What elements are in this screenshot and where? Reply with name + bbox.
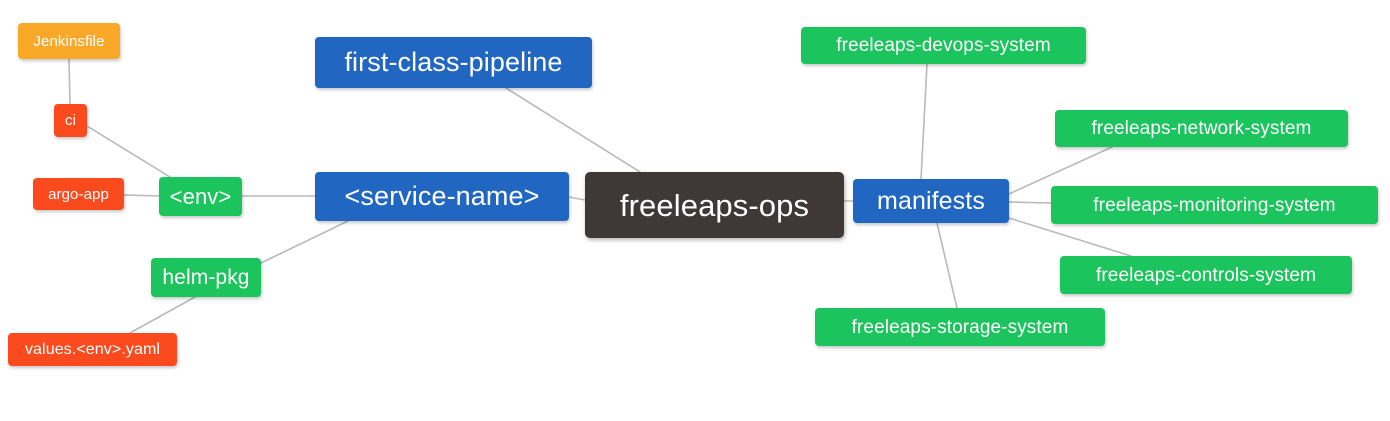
mindmap-node-argo-app[interactable]: argo-app: [33, 178, 124, 210]
mindmap-edge: [123, 194, 160, 197]
mindmap-node-service-name[interactable]: <service-name>: [315, 172, 569, 221]
mindmap-edge: [568, 196, 586, 201]
mindmap-edge: [1008, 201, 1052, 204]
mindmap-node-label: helm-pkg: [162, 266, 250, 289]
mindmap-node-helm-pkg[interactable]: helm-pkg: [151, 258, 261, 297]
mindmap-node-jenkinsfile[interactable]: Jenkinsfile: [18, 23, 120, 59]
mindmap-node-label: freeleaps-devops-system: [836, 35, 1051, 56]
mindmap-node-label: freeleaps-network-system: [1091, 118, 1312, 139]
mindmap-node-label: first-class-pipeline: [344, 47, 563, 77]
mindmap-node-freeleaps-network-system[interactable]: freeleaps-network-system: [1055, 110, 1348, 147]
mindmap-edge: [920, 63, 928, 180]
mindmap-edge: [505, 87, 641, 173]
mindmap-node-label: ci: [64, 112, 77, 129]
mindmap-node-label: manifests: [877, 186, 985, 215]
mindmap-node-label: <env>: [169, 183, 232, 209]
mindmap-edge: [260, 220, 349, 264]
mindmap-node-freeleaps-devops-system[interactable]: freeleaps-devops-system: [801, 27, 1086, 64]
mindmap-edge: [936, 222, 958, 309]
mindmap-node-freeleaps-ops[interactable]: freeleaps-ops: [585, 172, 844, 238]
mindmap-node-freeleaps-monitoring-system[interactable]: freeleaps-monitoring-system: [1051, 186, 1378, 224]
mindmap-node-label: freeleaps-storage-system: [851, 316, 1069, 338]
mindmap-node-freeleaps-controls-system[interactable]: freeleaps-controls-system: [1060, 256, 1352, 294]
mindmap-node-label: values.<env>.yaml: [24, 340, 161, 358]
mindmap-node-label: Jenkinsfile: [33, 32, 105, 50]
mindmap-node-first-class-pipeline[interactable]: first-class-pipeline: [315, 37, 592, 88]
mindmap-node-label: freeleaps-controls-system: [1095, 264, 1317, 286]
mindmap-node-label: argo-app: [48, 185, 109, 203]
mindmap-node-env[interactable]: <env>: [159, 177, 242, 216]
mindmap-node-label: freeleaps-ops: [619, 187, 810, 223]
mindmap-node-ci[interactable]: ci: [54, 104, 87, 137]
mindmap-edge: [68, 58, 71, 105]
mindmap-node-manifests[interactable]: manifests: [853, 179, 1009, 223]
mindmap-edge: [129, 296, 196, 334]
mindmap-node-label: freeleaps-monitoring-system: [1093, 194, 1336, 216]
mindmap-node-values-env-yaml[interactable]: values.<env>.yaml: [8, 333, 177, 366]
mindmap-node-freeleaps-storage-system[interactable]: freeleaps-storage-system: [815, 308, 1105, 346]
mindmap-node-label: <service-name>: [344, 181, 540, 211]
mindmap-edge: [86, 125, 171, 178]
